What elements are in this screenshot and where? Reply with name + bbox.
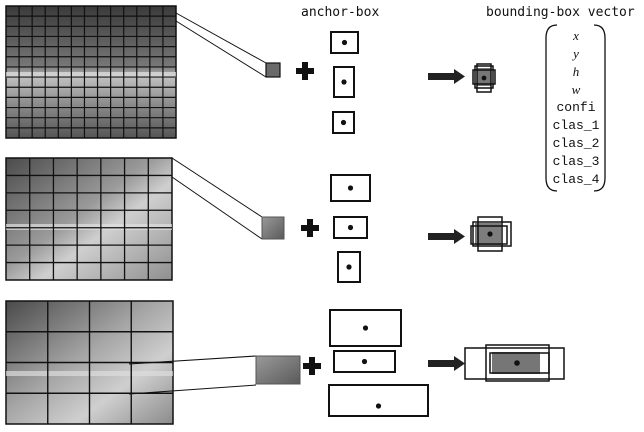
plus-icon xyxy=(301,219,319,237)
zoom-lines-13 xyxy=(175,12,267,78)
plus-icon xyxy=(303,357,321,375)
arrow-icon xyxy=(428,356,465,371)
grid-cell-7 xyxy=(261,216,285,240)
vector-item-x: x xyxy=(573,28,579,43)
vector-item-h: h xyxy=(572,64,580,79)
grid-cell-4 xyxy=(255,355,301,385)
anchor-centers-13 xyxy=(340,39,348,126)
anchor-boxes-7 xyxy=(330,174,371,283)
prediction-centers xyxy=(481,75,520,366)
vector-item-w: w xyxy=(571,82,581,97)
vector-item-clas-3: clas_3 xyxy=(552,154,600,169)
plus-icon xyxy=(296,62,314,80)
arrow-icon xyxy=(428,69,465,84)
anchor-boxes-4 xyxy=(328,309,429,417)
anchor-centers-4 xyxy=(361,325,382,409)
vector-item-clas-2: clas_2 xyxy=(552,136,600,151)
zoom-lines-7 xyxy=(171,157,263,240)
vector-item-y: y xyxy=(573,46,579,61)
vector-item-clas-1: clas_1 xyxy=(552,118,600,133)
bounding-box-vector-label: bounding-box vector xyxy=(486,5,635,20)
zoom-lines-4 xyxy=(128,355,257,395)
anchor-centers-7 xyxy=(346,185,354,270)
anchor-box-label: anchor-box xyxy=(301,5,380,20)
feature-map-7 xyxy=(5,157,173,281)
vector-item-confi: confi xyxy=(556,100,596,115)
vector-brackets xyxy=(545,24,606,192)
arrow-icon xyxy=(428,229,465,244)
anchor-boxes-13 xyxy=(330,31,359,134)
vector-item-clas-4: clas_4 xyxy=(552,172,600,187)
grid-cell-13 xyxy=(265,62,281,78)
feature-map-13 xyxy=(5,5,177,139)
